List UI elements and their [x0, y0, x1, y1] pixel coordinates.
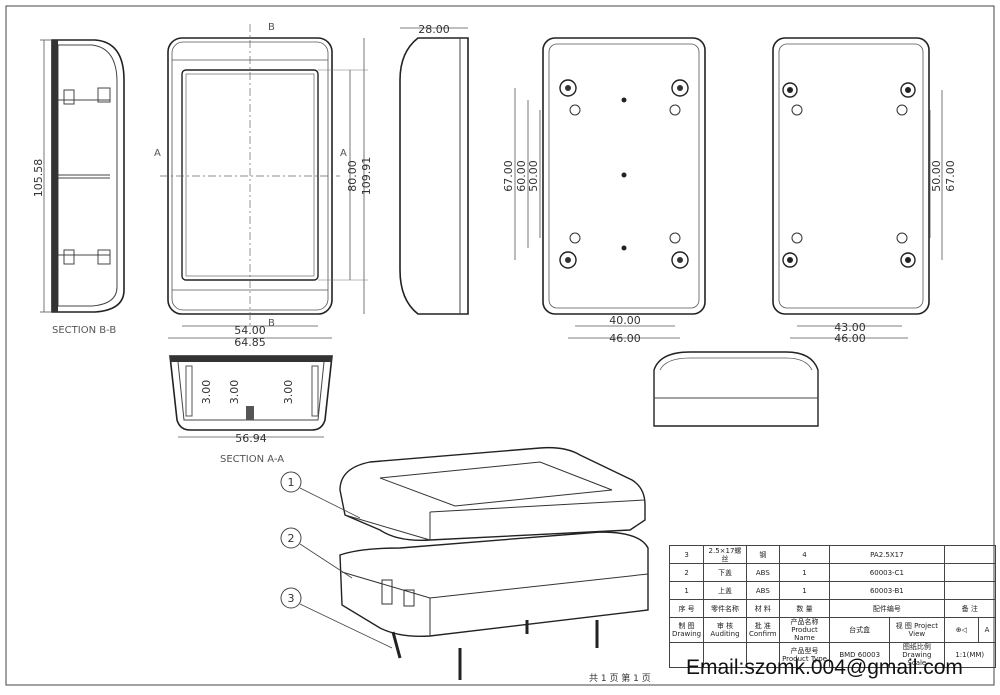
- dim-sec-a-3a: 3.00: [200, 380, 213, 405]
- bom-header-material: 材 料: [745, 599, 780, 618]
- balloon-2: 2: [288, 532, 295, 545]
- dim-sec-a-width: 56.94: [235, 432, 267, 445]
- product-name: 台式盒: [829, 617, 891, 643]
- section-aa-view: 56.94 3.00 3.00 3.00 SECTION A-A: [169, 355, 333, 465]
- bom-header-qty: 数 量: [778, 599, 831, 618]
- bom-row: 3 2.5×17螺丝 钢 4 PA2.5X17: [668, 545, 997, 564]
- bom-remark: [943, 545, 997, 564]
- title-row-1: 制 图 Drawing 审 核 Auditing 批 准 Confirm 产品名…: [668, 617, 996, 643]
- dim-bottom-67: 67.00: [502, 160, 515, 192]
- bom-name: 下盖: [703, 563, 747, 582]
- confirm-label: 批 准 Confirm: [745, 617, 780, 643]
- dim-section-bb-height: 105.58: [32, 159, 45, 198]
- dim-bottom-46: 46.00: [609, 332, 641, 345]
- dim-front-inner-w: 54.00: [234, 324, 266, 337]
- drawing-label: 制 图 Drawing: [668, 617, 705, 643]
- front-view: B B A A 80.00 109.91 54.00 64.85: [154, 22, 373, 349]
- drawing-scale: 1:1(MM): [943, 642, 997, 668]
- dim-front-inner-h: 80.00: [346, 160, 359, 192]
- dim-front-outer-h: 109.91: [360, 157, 373, 196]
- section-aa-label: SECTION A-A: [220, 454, 284, 465]
- side-view: 28.00: [399, 23, 469, 315]
- bom-qty: 4: [778, 545, 831, 564]
- marker-a-right: A: [340, 148, 347, 159]
- dim-bottom-60: 60.00: [515, 160, 528, 192]
- project-view-label: 视 图 Project View: [889, 617, 945, 643]
- bom-material: ABS: [745, 563, 780, 582]
- bom-header-no: 序 号: [668, 599, 705, 618]
- bom-qty: 1: [778, 581, 831, 600]
- marker-a-left: A: [154, 148, 161, 159]
- dim-front-outer-w: 64.85: [234, 336, 266, 349]
- bom-header-part: 配件编号: [829, 599, 945, 618]
- dim-side-width: 28.00: [418, 23, 450, 36]
- inside-view: 50.00 67.00 43.00 46.00: [772, 37, 957, 345]
- bom-row: 1 上盖 ABS 1 60003-B1: [668, 581, 997, 600]
- bom-material: 钢: [745, 545, 780, 564]
- marker-b-top: B: [268, 22, 275, 33]
- balloon-1: 1: [288, 476, 295, 489]
- bom-no: 2: [668, 563, 705, 582]
- bom-qty: 1: [778, 563, 831, 582]
- section-bb-label: SECTION B-B: [52, 325, 116, 336]
- page-count: 共 1 页 第 1 页: [589, 674, 651, 684]
- end-iso-view: [653, 351, 819, 427]
- bom-remark: [943, 563, 997, 582]
- bom-remark: [943, 581, 997, 600]
- bom-no: 1: [668, 581, 705, 600]
- dim-bottom-40: 40.00: [609, 314, 641, 327]
- dim-inside-43: 43.00: [834, 321, 866, 334]
- bottom-view: 67.00 60.00 50.00 40.00 46.00: [502, 37, 706, 345]
- bom-part: PA2.5X17: [829, 545, 945, 564]
- section-bb-view: 105.58 SECTION B-B: [32, 39, 125, 336]
- bom-material: ABS: [745, 581, 780, 600]
- product-name-label: 产品名称 Product Name: [778, 617, 831, 643]
- dim-inside-67: 67.00: [944, 160, 957, 192]
- balloon-3: 3: [288, 592, 295, 605]
- exploded-view: 1 2 3: [280, 446, 649, 680]
- bom-name: 上盖: [703, 581, 747, 600]
- title-row-2: 产品型号 Product Type BMD 60003 图纸比例 Drawing…: [668, 642, 997, 668]
- bom-header-name: 零件名称: [703, 599, 747, 618]
- bom-name: 2.5×17螺丝: [703, 545, 747, 564]
- dim-sec-a-3c: 3.00: [282, 380, 295, 405]
- bom-no: 3: [668, 545, 705, 564]
- sheet-frame: [5, 5, 995, 686]
- bom-part: 60003-C1: [829, 563, 945, 582]
- bom-row: 2 下盖 ABS 1 60003-C1: [668, 563, 997, 582]
- bom-header-remark: 备 注: [943, 599, 997, 618]
- dim-inside-50: 50.00: [930, 160, 943, 192]
- title-block-table: 3 2.5×17螺丝 钢 4 PA2.5X17 2 下盖 ABS 1 60003…: [668, 545, 997, 668]
- revision: A: [978, 617, 996, 643]
- contact-email: Email:szomk.004@gmail.com: [686, 656, 963, 679]
- dim-bottom-50: 50.00: [527, 160, 540, 192]
- auditing-label: 审 核 Auditing: [703, 617, 747, 643]
- projection-symbol-icon: ⊕◁: [943, 617, 980, 643]
- bom-part: 60003-B1: [829, 581, 945, 600]
- dim-sec-a-3b: 3.00: [228, 380, 241, 405]
- marker-b-bottom: B: [268, 318, 275, 329]
- dim-inside-46: 46.00: [834, 332, 866, 345]
- product-type-label: 产品型号 Product Type: [778, 642, 831, 668]
- bom-header-row: 序 号 零件名称 材 料 数 量 配件编号 备 注: [668, 599, 997, 618]
